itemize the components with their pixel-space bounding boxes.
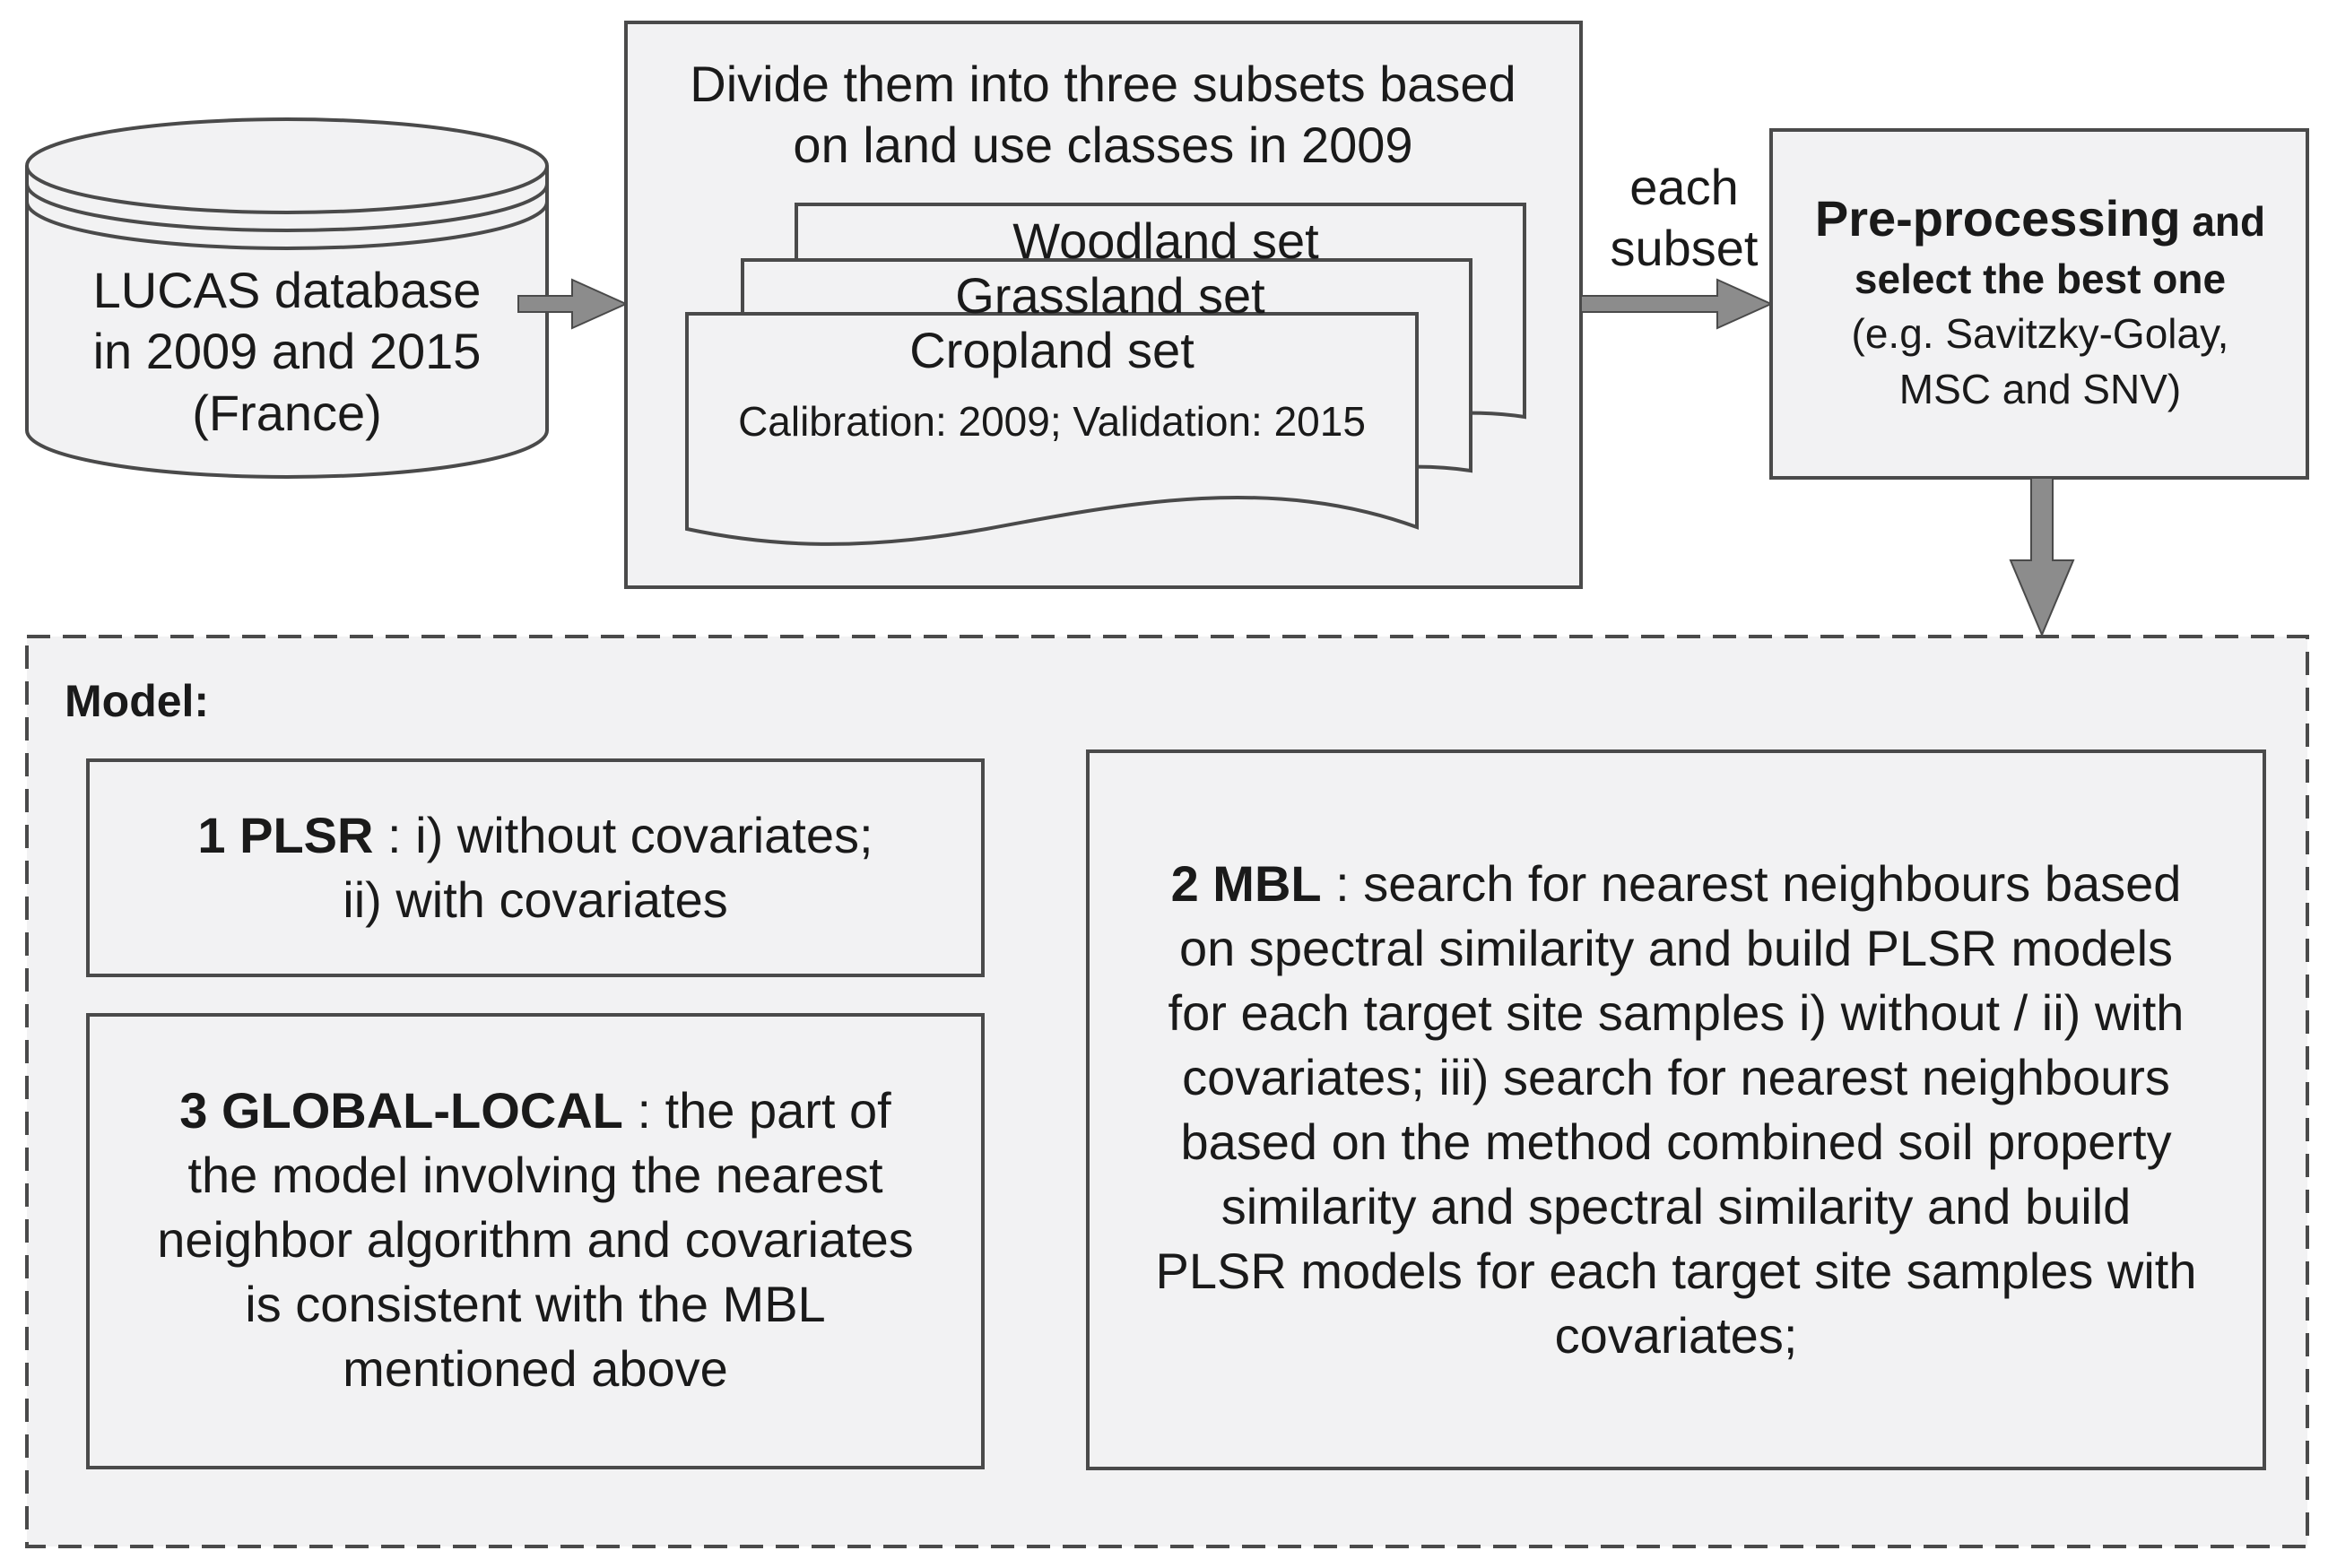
cropland-set-label: Cropland set — [909, 322, 1194, 378]
database-line2: in 2009 and 2015 — [92, 323, 482, 380]
arrow-preprocessing-to-model — [2009, 477, 2075, 637]
mbl-line1: : search for nearest neighbours based — [1321, 855, 2182, 912]
global-local-line1: : the part of — [622, 1082, 891, 1139]
mbl-text: 2 MBL : search for nearest neighbours ba… — [1090, 852, 2263, 1368]
mbl-line7: PLSR models for each target site samples… — [1155, 1243, 2197, 1299]
calibration-validation-label: Calibration: 2009; Validation: 2015 — [738, 398, 1366, 445]
each-subset-label: each subset — [1585, 157, 1783, 280]
each-subset-line1: each — [1629, 159, 1739, 215]
grassland-set-label: Grassland set — [955, 270, 1265, 320]
mbl-line3: for each target site samples i) without … — [1168, 984, 2185, 1041]
divide-line1: Divide them into three subsets based — [690, 56, 1516, 112]
model-label: Model: — [65, 674, 209, 729]
arrow-database-to-divide — [517, 278, 629, 330]
mbl-title: 2 MBL — [1170, 855, 1322, 912]
each-subset-line2: subset — [1610, 220, 1759, 277]
plsr-text: 1 PLSR : i) without covariates; ii) with… — [90, 803, 981, 932]
global-local-text: 3 GLOBAL-LOCAL : the part of the model i… — [90, 1079, 981, 1401]
plsr-line2: ii) with covariates — [343, 871, 728, 928]
plsr-title: 1 PLSR — [197, 807, 374, 863]
plsr-box — [86, 758, 985, 977]
mbl-box — [1086, 749, 2266, 1470]
global-local-line3: neighbor algorithm and covariates — [157, 1211, 914, 1268]
mbl-line6: similarity and spectral similarity and b… — [1220, 1178, 2132, 1234]
global-local-title: 3 GLOBAL-LOCAL — [179, 1082, 623, 1139]
preprocessing-and: and — [2180, 198, 2266, 245]
database-line1: LUCAS database — [92, 262, 482, 318]
mbl-line8: covariates; — [1554, 1307, 1798, 1364]
arrow-divide-to-preprocessing — [1580, 278, 1774, 330]
mbl-line2: on spectral similarity and build PLSR mo… — [1178, 920, 2174, 976]
divide-line2: on land use classes in 2009 — [793, 117, 1413, 174]
plsr-line1: : i) without covariates; — [373, 807, 873, 863]
preprocessing-title: Pre-processing — [1814, 190, 2181, 247]
preprocessing-example2: MSC and SNV) — [1898, 366, 2182, 412]
preprocessing-box — [1769, 128, 2309, 480]
global-local-line2: the model involving the nearest — [187, 1147, 883, 1203]
global-local-box — [86, 1013, 985, 1469]
global-local-line5: mentioned above — [343, 1340, 728, 1397]
preprocessing-example1: (e.g. Savitzky-Golay, — [1851, 310, 2229, 357]
woodland-set-label: Woodland set — [1012, 215, 1319, 265]
model-label-text: Model: — [65, 676, 210, 726]
cropland-document — [685, 312, 1419, 546]
database-label: LUCAS database in 2009 and 2015 (France) — [36, 260, 538, 444]
mbl-line4: covariates; iii) search for nearest neig… — [1182, 1049, 2170, 1105]
mbl-line5: based on the method combined soil proper… — [1180, 1113, 2172, 1170]
global-local-line4: is consistent with the MBL — [245, 1276, 826, 1332]
preprocessing-text: Pre-processing and select the best one (… — [1776, 188, 2305, 417]
database-cylinder — [25, 117, 549, 479]
divide-heading: Divide them into three subsets based on … — [628, 54, 1578, 177]
preprocessing-subtitle: select the best one — [1854, 256, 2227, 302]
database-line3: (France) — [192, 384, 382, 441]
